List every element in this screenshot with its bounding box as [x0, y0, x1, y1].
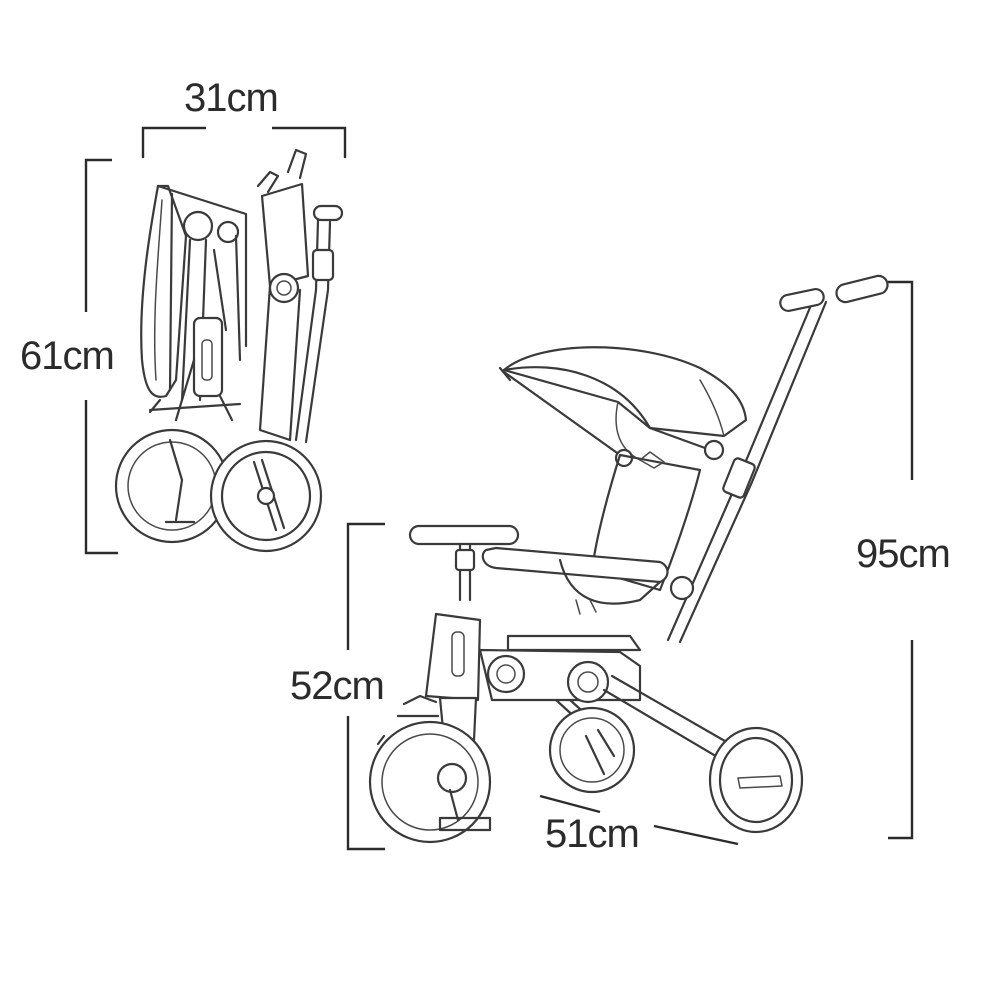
- unfolded-tricycle: [368, 274, 889, 844]
- label-length: 51cm: [545, 812, 640, 856]
- label-total-height: 95cm: [856, 532, 951, 576]
- bracket-seat-height: [346, 522, 385, 851]
- bracket-length: [539, 794, 739, 846]
- dimension-lines: [84, 126, 914, 851]
- label-folded-height: 61cm: [20, 334, 115, 378]
- bracket-total-height: [888, 280, 914, 840]
- label-seat-height: 52cm: [290, 664, 385, 708]
- label-folded-width: 31cm: [184, 76, 279, 120]
- folded-tricycle: [114, 148, 344, 553]
- bracket-folded-height: [84, 158, 118, 555]
- bracket-folded-width: [141, 126, 347, 158]
